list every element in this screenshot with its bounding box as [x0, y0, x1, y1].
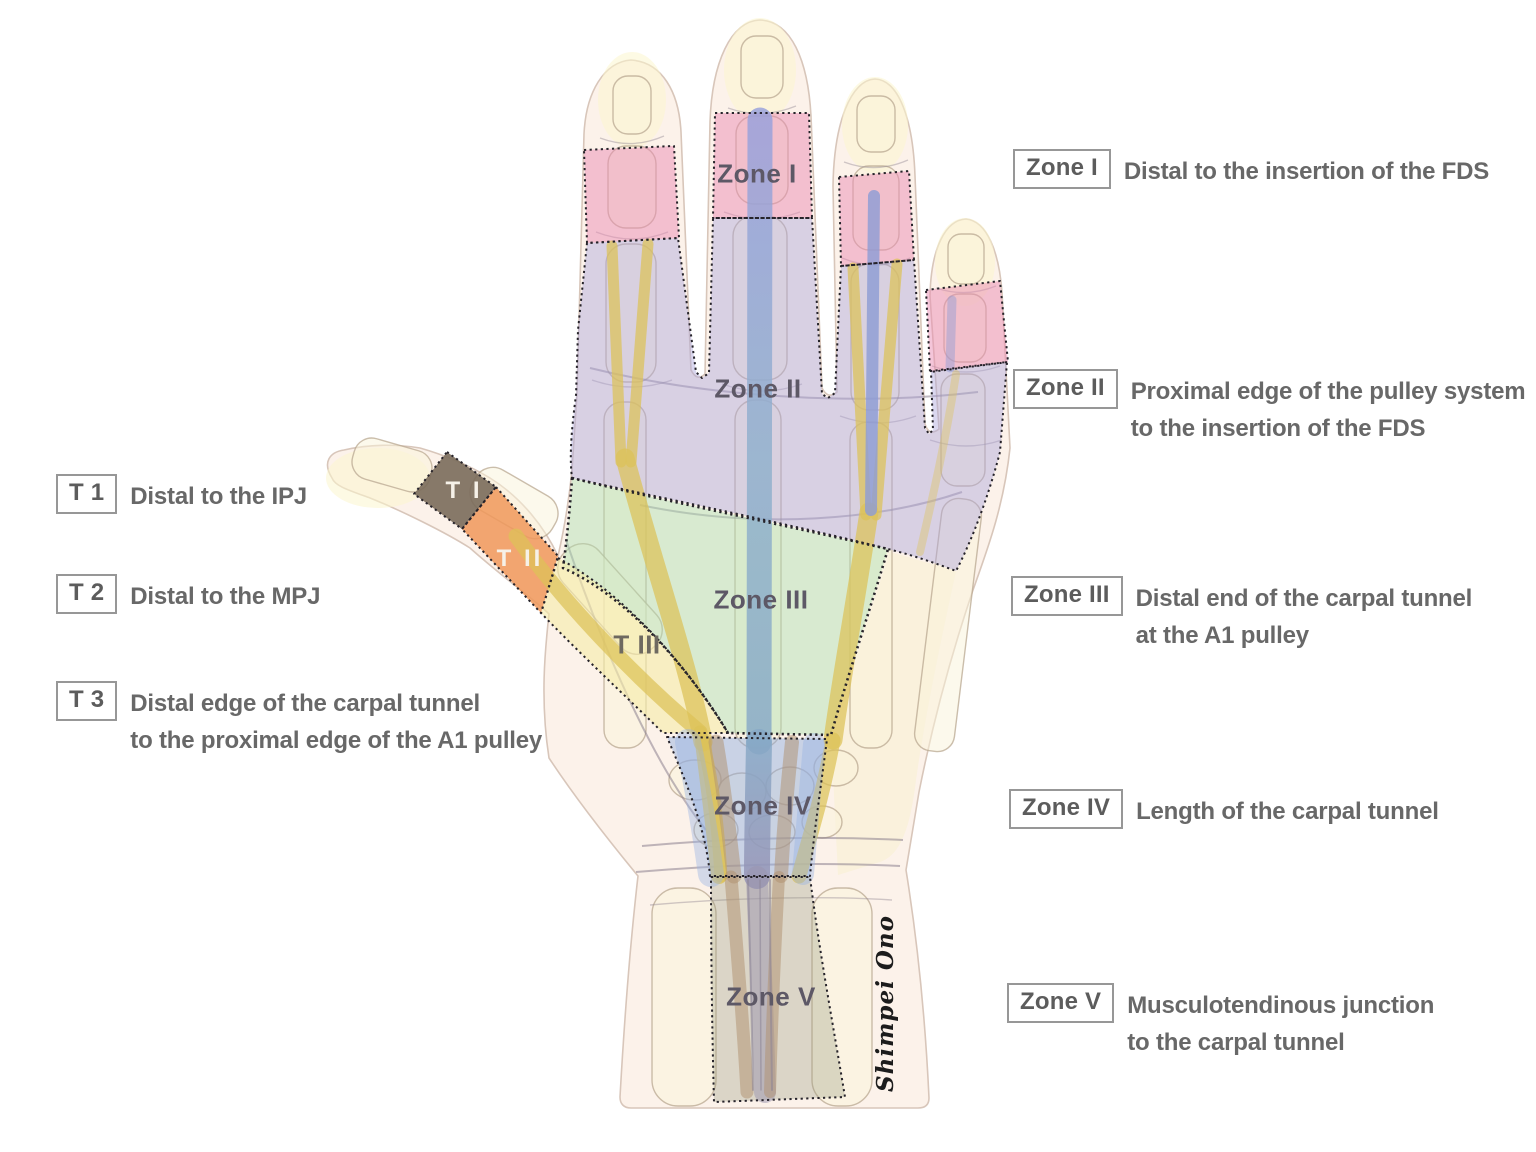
legend-zone2-desc: Proximal edge of the pulley system to th…	[1130, 378, 1526, 443]
legend-t3-tag: T 3	[56, 681, 118, 721]
legend-t3-desc: Distal edge of the carpal tunnel to the …	[130, 690, 543, 755]
legend-t1-tag: T 1	[56, 474, 118, 514]
legend-t3: T 3 Distal edge of the carpal tunnel to …	[56, 681, 542, 759]
legend-zone5-desc: Musculotendinous junction to the carpal …	[1127, 992, 1435, 1057]
legend-zone3-tag: Zone III	[1011, 576, 1123, 616]
legend-t2: T 2 Distal to the MPJ	[56, 574, 320, 615]
legend-t1: T 1 Distal to the IPJ	[56, 474, 307, 515]
legend-zone2: Zone II Proximal edge of the pulley syst…	[1013, 369, 1526, 447]
hand-label-zone4: Zone IV	[714, 790, 812, 821]
legend-zone3-desc: Distal end of the carpal tunnel at the A…	[1135, 585, 1473, 650]
legend-t1-desc: Distal to the IPJ	[130, 483, 307, 510]
legend-t2-desc: Distal to the MPJ	[130, 583, 321, 610]
flexor-tendons	[508, 107, 960, 1103]
legend-zone1-desc: Distal to the insertion of the FDS	[1123, 158, 1490, 185]
hand-label-t3: T III	[613, 629, 661, 660]
legend-zone5: Zone V Musculotendinous junction to the …	[1007, 983, 1434, 1061]
legend-zone1-tag: Zone I	[1013, 149, 1111, 189]
legend-zone3: Zone III Distal end of the carpal tunnel…	[1011, 576, 1472, 654]
legend-zone1: Zone I Distal to the insertion of the FD…	[1013, 149, 1489, 190]
hand-label-zone5: Zone V	[726, 981, 816, 1012]
artist-signature: Shimpei Ono	[872, 915, 899, 1092]
hand-label-zone2: Zone II	[714, 373, 802, 404]
hand-label-zone1: Zone I	[717, 158, 797, 189]
hand-label-t2: T II	[496, 545, 544, 572]
legend-zone5-tag: Zone V	[1007, 983, 1115, 1023]
legend-zone4-desc: Length of the carpal tunnel	[1136, 798, 1439, 825]
hand-label-t1: T I	[445, 477, 483, 504]
legend-zone4-tag: Zone IV	[1009, 789, 1124, 829]
legend-zone2-tag: Zone II	[1013, 369, 1118, 409]
legend-zone4: Zone IV Length of the carpal tunnel	[1009, 789, 1439, 830]
hand-label-zone3: Zone III	[713, 584, 809, 615]
legend-t2-tag: T 2	[56, 574, 118, 614]
